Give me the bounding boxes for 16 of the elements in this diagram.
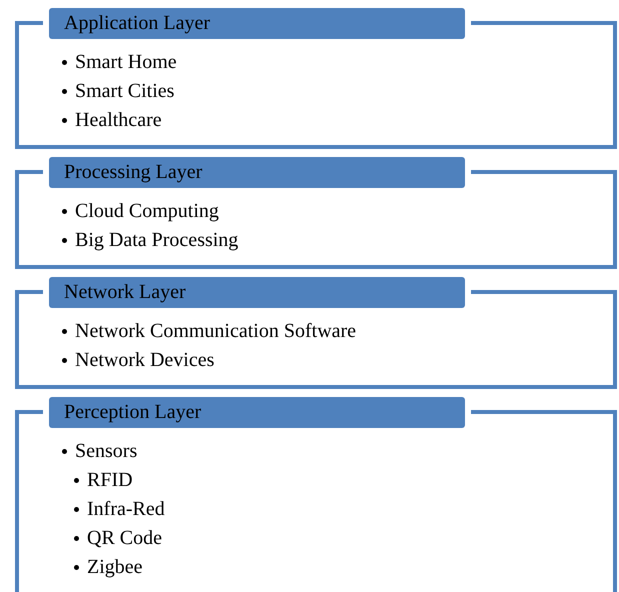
list-item: RFID	[87, 468, 133, 492]
list-item: Big Data Processing	[75, 228, 238, 252]
list-item: Smart Home	[75, 50, 177, 74]
list-item: Smart Cities	[75, 79, 174, 103]
list-item: Network Devices	[75, 348, 214, 372]
list-item: Infra-Red	[87, 497, 165, 521]
layer-header: Network Layer	[49, 277, 465, 308]
list-item: Healthcare	[75, 108, 162, 132]
layer-header: Application Layer	[49, 8, 465, 39]
list-item: Zigbee	[87, 555, 143, 579]
list-item: Cloud Computing	[75, 199, 219, 223]
list-item: Sensors	[75, 439, 138, 463]
list-item: Network Communication Software	[75, 319, 356, 343]
layer-header: Processing Layer	[49, 157, 465, 188]
list-item: QR Code	[87, 526, 162, 550]
layer-header: Perception Layer	[49, 397, 465, 428]
